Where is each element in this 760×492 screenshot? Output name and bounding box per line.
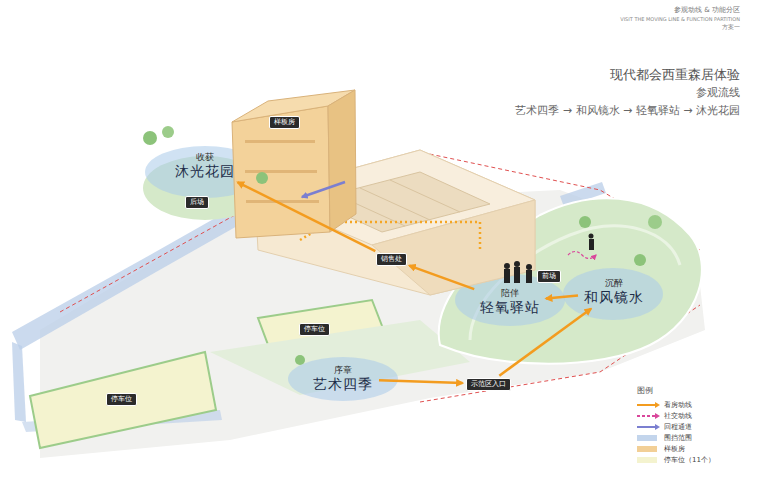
legend-swatch	[637, 446, 657, 452]
roof-line	[360, 188, 430, 220]
node-text: 前场	[542, 272, 556, 281]
node-text: 轻氧驿站	[480, 299, 540, 316]
floor-line	[245, 170, 317, 173]
legend-text: 停车位（11个）	[664, 456, 715, 465]
figure-body	[526, 270, 532, 283]
legend-line-sample	[637, 415, 656, 417]
tree	[143, 131, 157, 145]
figure-body	[514, 267, 520, 283]
model-house	[232, 106, 330, 238]
zone-subtitle: 沉醉	[584, 278, 644, 289]
tree	[162, 126, 174, 138]
zone-halo	[288, 357, 398, 401]
zone-subtitle: 收获	[175, 152, 235, 163]
figure-head	[526, 264, 532, 270]
header-text: 艺术四季 → 和风镜水 → 轻氧驿站 → 沐光花园	[515, 104, 740, 117]
node-text: 沐光花园	[175, 163, 235, 180]
tree	[295, 355, 305, 365]
header-text: 方案一	[722, 23, 740, 31]
node-text: 后场	[190, 198, 204, 207]
node-text: 示范区入口	[471, 380, 506, 389]
node-text: 和风镜水	[584, 289, 644, 306]
floor-line	[246, 200, 319, 203]
figure-head	[504, 263, 510, 269]
legend-swatch	[637, 435, 657, 441]
node-text: 艺术四季	[313, 376, 373, 393]
legend-title: 图例	[637, 386, 653, 396]
figure-head	[589, 234, 594, 239]
legend-text: 社交动线	[664, 412, 692, 421]
tag-label: 销售处	[376, 253, 407, 266]
tag-label: 前场	[537, 270, 561, 283]
node-text: 停车位	[304, 325, 325, 334]
header-text: 参观流线	[696, 86, 740, 99]
figure-body	[504, 269, 510, 283]
social-route	[568, 252, 596, 259]
tour-route	[379, 380, 463, 383]
legend-text: 回程通道	[664, 423, 692, 432]
legend-text: 围挡范围	[664, 434, 692, 443]
return-route	[302, 182, 345, 197]
legend-arrow-head	[655, 424, 660, 430]
legend-line-sample	[637, 404, 656, 406]
floor-line	[245, 140, 315, 143]
zone-label: 陪伴轻氧驿站	[477, 287, 543, 317]
zone-label: 序章艺术四季	[310, 364, 376, 394]
node-text: 停车位	[111, 395, 132, 404]
zone-halo	[563, 268, 663, 320]
trees	[143, 126, 662, 365]
tag-label: 后场	[185, 196, 209, 209]
header-text: VISIT THE MOVING LINE & FUNCTION PARTITI…	[620, 16, 740, 23]
legend-line-sample	[637, 426, 656, 428]
tag-label: 停车位	[299, 323, 330, 336]
legend-text: 看房动线	[664, 401, 692, 410]
legend-swatch	[637, 457, 657, 463]
tag-label: 停车位	[106, 393, 137, 406]
legend-arrow-head	[655, 402, 660, 408]
figure-body	[589, 239, 594, 250]
legend-arrow-head	[655, 413, 660, 419]
figure-head	[514, 261, 520, 267]
parking-lot	[30, 352, 216, 448]
model-house-side	[328, 90, 356, 232]
tour-route	[409, 266, 474, 290]
zone-label: 收获沐光花园	[172, 151, 238, 181]
node-text: 样板房	[274, 118, 295, 127]
tree	[256, 172, 268, 184]
tree	[648, 215, 662, 229]
tag-label: 示范区入口	[466, 378, 511, 391]
enclosure-wall	[12, 204, 246, 350]
tour-route	[546, 296, 578, 299]
diagram-title: 现代都会西重森居体验	[610, 66, 740, 84]
zone-subtitle: 序章	[313, 365, 373, 376]
tree	[634, 254, 646, 266]
building-face	[372, 200, 535, 295]
tour-route	[238, 182, 376, 251]
tree	[579, 216, 591, 228]
roof-line	[390, 180, 460, 212]
zone-subtitle: 陪伴	[480, 288, 540, 299]
tour-route	[499, 309, 591, 376]
header-text: 参观动线 & 功能分区	[674, 6, 740, 15]
legend-text: 样板房	[664, 445, 685, 454]
tag-label: 样板房	[269, 116, 300, 129]
zone-label: 沉醉和风镜水	[581, 277, 647, 307]
people-silhouette	[504, 234, 594, 284]
node-text: 销售处	[381, 255, 402, 264]
enclosure-wall	[12, 342, 26, 422]
